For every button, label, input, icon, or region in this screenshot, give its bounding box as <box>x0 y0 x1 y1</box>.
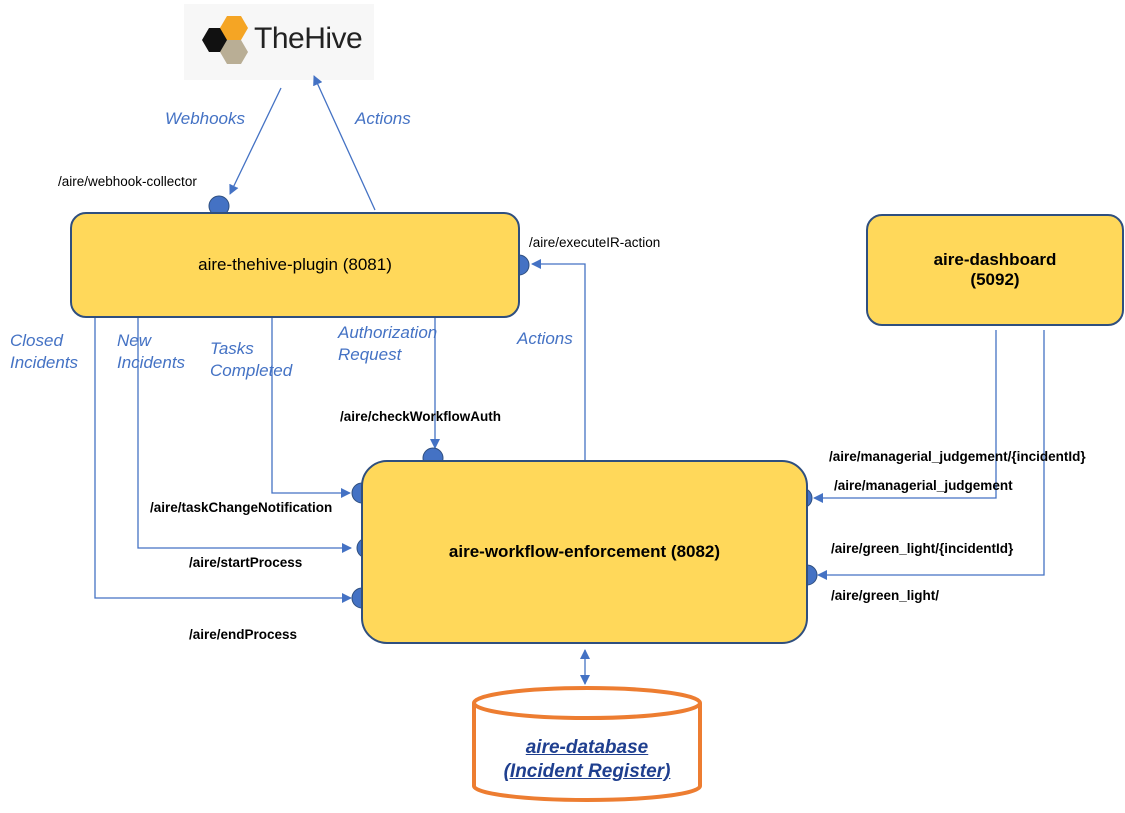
managerial-judgement-connector <box>813 330 997 503</box>
tasks-completed-line2: Completed <box>210 361 293 380</box>
thehive-plugin-node[interactable]: aire-thehive-plugin (8081) <box>70 212 520 318</box>
workflow-enforcement-node[interactable]: aire-workflow-enforcement (8082) <box>361 460 808 644</box>
new-incidents-label: New Incidents <box>117 330 185 374</box>
end-process-endpoint: /aire/endProcess <box>189 627 298 642</box>
new-incidents-line2: Incidents <box>117 353 186 372</box>
database-cylinder <box>472 686 702 802</box>
authorization-request-line2: Request <box>338 345 402 364</box>
start-process-endpoint: /aire/startProcess <box>189 555 303 570</box>
dashboard-label: aire-dashboard <box>933 250 1057 269</box>
closed-incidents-line1: Closed <box>10 331 63 350</box>
actions-top-label: Actions <box>355 109 411 128</box>
check-workflow-auth-endpoint: /aire/checkWorkflowAuth <box>340 409 502 424</box>
workflow-enforcement-label: aire-workflow-enforcement (8082) <box>448 542 721 561</box>
authorization-request-line1: Authorization <box>338 323 438 342</box>
closed-incidents-label: Closed Incidents <box>10 330 78 374</box>
tasks-completed-line1: Tasks <box>210 339 254 358</box>
hexagon-logo-icon <box>202 16 248 64</box>
database-name: aire-database <box>525 737 649 758</box>
execute-ir-action-endpoint: /aire/executeIR-action <box>529 235 661 250</box>
actions-to-thehive-connector <box>313 75 376 211</box>
database-subtitle: (Incident Register) <box>503 761 671 782</box>
thehive-logo-text: TheHive <box>254 22 363 55</box>
green-light-connector <box>817 330 1045 580</box>
thehive-plugin-label: aire-thehive-plugin (8081) <box>198 255 392 274</box>
closed-incidents-connector <box>94 318 352 603</box>
green-light-endpoint: /aire/green_light/ <box>831 588 940 603</box>
green-light-id-endpoint: /aire/green_light/{incidentId} <box>831 541 1014 556</box>
database-label: aire-database (Incident Register) <box>474 736 700 784</box>
webhooks-label: Webhooks <box>165 109 246 128</box>
new-incidents-connector <box>137 318 352 553</box>
dashboard-port-label: (5092) <box>970 270 1020 289</box>
new-incidents-line1: New <box>117 331 152 350</box>
actions-to-plugin-connector <box>531 259 586 460</box>
webhooks-connector <box>229 87 282 195</box>
tasks-completed-connector <box>271 318 351 498</box>
managerial-judgement-id-endpoint: /aire/managerial_judgement/{incidentId} <box>829 449 1086 464</box>
task-change-notification-endpoint: /aire/taskChangeNotification <box>150 500 333 515</box>
closed-incidents-line2: Incidents <box>10 353 79 372</box>
actions-right-label: Actions <box>517 329 573 348</box>
managerial-judgement-endpoint: /aire/managerial_judgement <box>834 478 1013 493</box>
dashboard-node[interactable]: aire-dashboard (5092) <box>866 214 1124 326</box>
tasks-completed-label: Tasks Completed <box>210 338 292 382</box>
webhook-collector-endpoint: /aire/webhook-collector <box>58 174 197 189</box>
authorization-request-label: Authorization Request <box>338 322 437 366</box>
